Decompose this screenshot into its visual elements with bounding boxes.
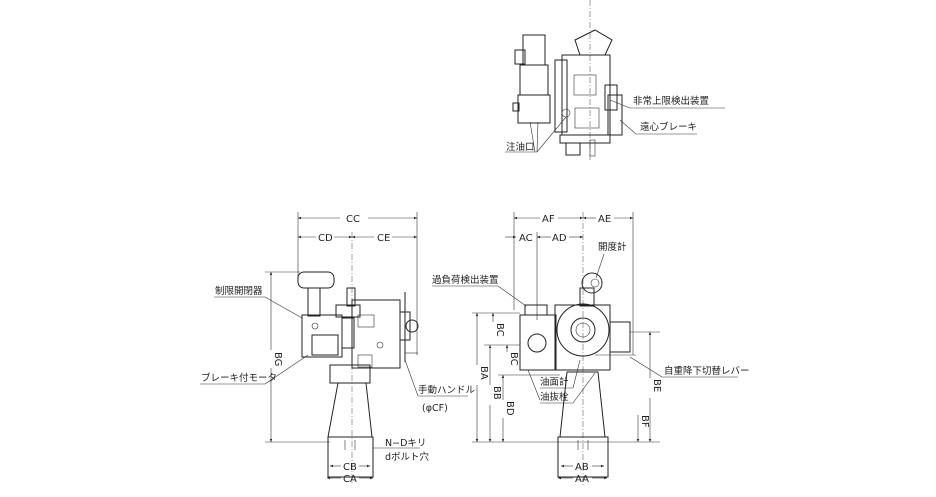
dim-AF: AF <box>542 214 555 225</box>
label-drill-holes: N−Dキリ <box>385 438 426 449</box>
dim-BF: BF <box>639 415 650 428</box>
position-indicator <box>581 272 603 294</box>
front-gear-housing <box>556 303 610 357</box>
overload-detector-box <box>519 314 557 371</box>
dim-CE: CE <box>377 233 390 244</box>
front-flange <box>609 321 631 353</box>
dim-BC-2: BC <box>508 352 519 366</box>
dim-AB: AB <box>575 462 589 473</box>
front-view: AF AE AC AD BA BB BD BC BC BE BF <box>432 212 750 485</box>
dim-CA: CA <box>343 474 357 485</box>
dim-CB: CB <box>343 462 357 473</box>
dim-AA: AA <box>575 474 589 485</box>
dim-BG: BG <box>272 352 283 366</box>
label-emergency-limit: 非常上限検出装置 <box>633 95 709 107</box>
label-brake-motor: ブレーキ付モータ <box>201 372 277 384</box>
label-oil-inlet: 注油口 <box>506 141 535 153</box>
label-limit-switch: 制限開閉器 <box>215 285 263 297</box>
label-centrifugal-brake: 遠心ブレーキ <box>640 121 697 133</box>
dim-BB: BB <box>491 386 502 400</box>
motor-top <box>522 34 546 66</box>
label-drain-plug: 油抜栓 <box>540 391 569 403</box>
dim-CC: CC <box>346 214 360 225</box>
brake-motor <box>301 314 343 358</box>
side-pedestal <box>327 382 373 438</box>
dim-BE: BE <box>651 379 662 392</box>
side-view: CC CD CE BG CB <box>200 212 476 485</box>
label-overload-detector: 過負荷検出装置 <box>432 274 499 286</box>
front-baseplate <box>557 436 609 478</box>
limit-switch-body <box>297 271 335 289</box>
dim-BA: BA <box>478 366 489 380</box>
label-hand-wheel-dia: (φCF) <box>422 403 448 414</box>
label-hand-wheel: 手動ハンドル <box>418 384 476 396</box>
label-oil-gauge: 油面計 <box>540 376 569 388</box>
motor-gearbox <box>517 94 551 124</box>
top-view: 非常上限検出装置 遠心ブレーキ 注油口 <box>505 0 725 160</box>
dim-AC: AC <box>519 233 533 244</box>
label-bolt-holes: dボルト穴 <box>385 451 430 463</box>
dim-BD: BD <box>504 401 515 416</box>
label-position-indicator: 開度計 <box>598 241 627 253</box>
label-gravity-lever: 自重降下切替レバー <box>664 365 750 377</box>
side-body <box>351 299 401 369</box>
dim-AE: AE <box>598 214 611 225</box>
dim-AD: AD <box>552 233 567 244</box>
side-baseplate <box>327 436 374 478</box>
dim-CD: CD <box>318 233 333 244</box>
dim-BC-1: BC <box>494 323 505 337</box>
